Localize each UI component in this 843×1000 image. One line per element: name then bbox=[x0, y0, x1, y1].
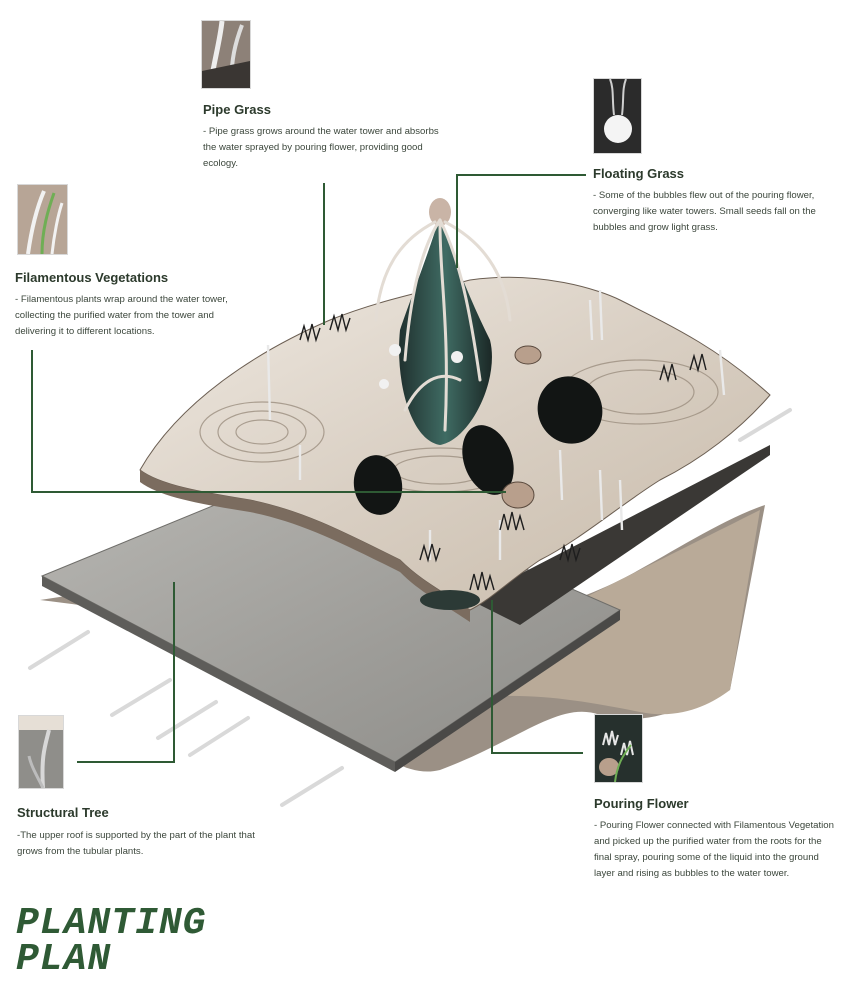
support-pipes bbox=[28, 408, 792, 807]
structural-tree-icon bbox=[19, 716, 63, 788]
floating-bubble-icon bbox=[594, 79, 641, 153]
water-tower bbox=[374, 198, 512, 445]
pouring-flower-thumbnail bbox=[594, 714, 643, 783]
leader-floating-grass-v bbox=[456, 174, 458, 268]
leader-structural-tree-h bbox=[77, 761, 175, 763]
plan-title-line-2: PLAN bbox=[16, 938, 112, 981]
leader-floating-grass-h bbox=[456, 174, 586, 176]
structural-tree-description: -The upper roof is supported by the part… bbox=[17, 830, 255, 857]
pipe-grass-thumbnail bbox=[201, 20, 251, 89]
leader-filamentous-v bbox=[31, 350, 33, 493]
leader-pouring-flower-h bbox=[491, 752, 583, 754]
pipe-grass-title: Pipe Grass bbox=[203, 102, 271, 117]
pouring-flower-title: Pouring Flower bbox=[594, 796, 689, 811]
floating-grass-thumbnail bbox=[593, 78, 642, 154]
plan-title-line-1: PLANTING bbox=[16, 902, 207, 945]
pouring-flower-pods bbox=[501, 345, 542, 509]
pouring-flower-description: - Pouring Flower connected with Filament… bbox=[594, 820, 834, 879]
leader-pipe-grass bbox=[323, 183, 325, 325]
floating-grass-title: Floating Grass bbox=[593, 166, 685, 181]
leader-filamentous-h bbox=[31, 491, 506, 493]
planting-plan-title: PLANTING PLAN bbox=[16, 902, 207, 981]
filamentous-vegetations-title: Filamentous Vegetations bbox=[15, 270, 169, 285]
filamentous-vegetations-thumbnail bbox=[17, 184, 68, 255]
leader-pouring-flower-v bbox=[491, 600, 493, 753]
leader-structural-tree-v bbox=[173, 582, 175, 763]
pipe-grass-description: - Pipe grass grows around the water towe… bbox=[203, 126, 439, 169]
filamentous-plant-icon bbox=[18, 185, 67, 254]
upper-slab bbox=[470, 445, 770, 625]
vegetation bbox=[266, 289, 726, 591]
terrain-openings bbox=[353, 376, 603, 610]
pipe-grass-icon bbox=[202, 21, 250, 88]
filamentous-vegetations-description: - Filamentous plants wrap around the wat… bbox=[15, 294, 228, 337]
structural-tree-title: Structural Tree bbox=[17, 805, 109, 820]
structural-tree-thumbnail bbox=[18, 715, 64, 789]
pouring-flower-icon bbox=[595, 715, 642, 782]
floating-grass-description: - Some of the bubbles flew out of the po… bbox=[593, 190, 816, 233]
